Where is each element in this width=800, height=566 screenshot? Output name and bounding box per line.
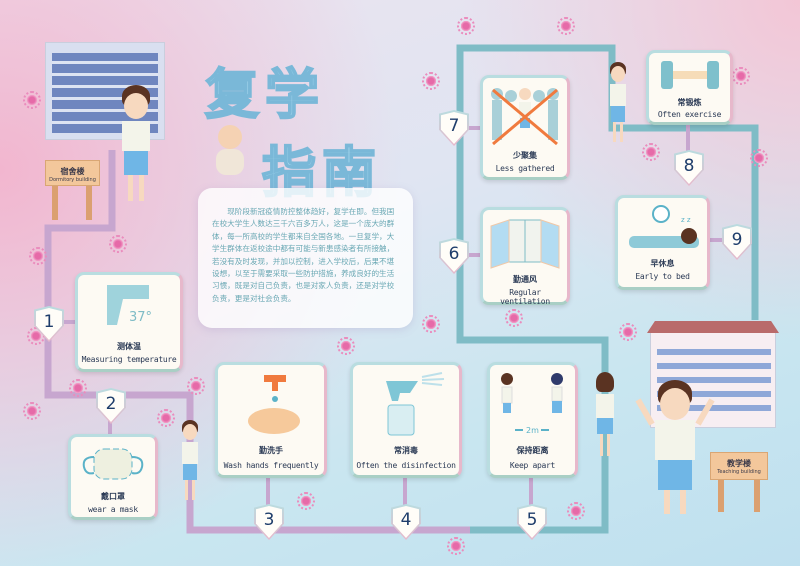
virus-icon [619, 323, 637, 341]
virus-icon [297, 492, 315, 510]
virus-icon [642, 143, 660, 161]
virus-icon [69, 379, 87, 397]
step-5-badge: 5 [517, 504, 547, 540]
teaching-sign-en: Teaching building [717, 469, 761, 475]
card-ventilation: 勤通风 Regular ventilation [480, 207, 570, 306]
step-9-cn: 早休息 [650, 259, 675, 268]
route-pink [44, 150, 470, 534]
virus-icon [557, 17, 575, 35]
thermometer-gun-icon: 37° [78, 281, 180, 327]
step-9-en: Early to bed [635, 272, 690, 281]
no-crowd-icon [483, 84, 567, 150]
student-figure [118, 85, 154, 203]
step-6-en: Regular ventilation [500, 288, 550, 306]
virus-icon [109, 235, 127, 253]
sign-post [52, 186, 58, 220]
virus-icon [157, 409, 175, 427]
cheering-student [635, 380, 715, 515]
intro-text: 现阶段新冠疫情防控整体趋好，复学在即。但我国在校大学生人数达三千六百多万人，这是… [198, 188, 413, 328]
spray-bottle-icon [353, 371, 459, 437]
step-2-cn: 戴口罩 [101, 492, 125, 501]
card-exercise: 常锻炼 Often exercise [646, 50, 733, 125]
virus-icon [457, 17, 475, 35]
virus-icon [447, 537, 465, 555]
step-4-en: Often the disinfection [356, 461, 456, 470]
virus-icon [505, 309, 523, 327]
dumbbell-icon [649, 59, 730, 91]
virus-icon [29, 247, 47, 265]
step-3-en: Wash hands frequently [223, 461, 319, 470]
step-7-cn: 少聚集 [513, 151, 537, 160]
student-figure [608, 62, 628, 144]
step-5-cn: 保持距离 [516, 446, 549, 455]
step-1-en: Measuring temperature [81, 355, 177, 364]
virus-icon [750, 149, 768, 167]
temperature-reading: 37° [129, 310, 152, 325]
virus-icon [567, 502, 585, 520]
step-8-en: Often exercise [657, 110, 722, 119]
virus-icon [422, 72, 440, 90]
step-3-cn: 勤洗手 [259, 446, 283, 455]
distance-icon: 2m [490, 371, 575, 437]
card-keep-apart: 2m 保持距离 Keep apart [487, 362, 578, 478]
mask-icon [71, 443, 155, 485]
step-5-en: Keep apart [509, 461, 556, 470]
dormitory-sign-cn: 宿舍楼 [60, 167, 85, 176]
sign-post [718, 480, 724, 512]
sleep-icon: z z [618, 204, 707, 252]
virus-icon [27, 327, 45, 345]
teaching-sign-cn: 教学楼 [727, 459, 751, 468]
hand-washing-icon [218, 371, 324, 437]
card-disinfection: 常消毒 Often the disinfection [350, 362, 462, 478]
card-wash-hands: 勤洗手 Wash hands frequently [215, 362, 327, 478]
step-4-cn: 常消毒 [394, 446, 418, 455]
virus-icon [23, 402, 41, 420]
step-8-cn: 常锻炼 [677, 98, 702, 107]
distance-label: 2m [526, 426, 539, 435]
dormitory-sign-en: Dormitory building [49, 177, 96, 183]
virus-icon [187, 377, 205, 395]
baby-illustration [212, 125, 248, 183]
card-less-gathered: 少聚集 Less gathered [480, 75, 570, 180]
virus-icon [422, 315, 440, 333]
card-wear-mask: 戴口罩 wear a mask [68, 434, 158, 520]
card-early-to-bed: z z 早休息 Early to bed [615, 195, 710, 290]
svg-text:z z: z z [681, 216, 691, 224]
sign-post [86, 186, 92, 220]
step-6-cn: 勤通风 [513, 275, 537, 284]
step-2-en: wear a mask [88, 505, 138, 514]
student-figure [180, 420, 200, 502]
teaching-sign: 教学楼 Teaching building [710, 452, 768, 480]
teaching-building [647, 321, 779, 428]
route-teal [456, 44, 759, 534]
title-line-1: 复学 [204, 62, 325, 127]
card-measuring-temperature: 37° 测体温 Measuring temperature [75, 272, 183, 372]
virus-icon [732, 67, 750, 85]
dormitory-sign: 宿舍楼 Dormitory building [45, 160, 100, 186]
step-1-cn: 测体温 [117, 342, 141, 351]
virus-icon [337, 337, 355, 355]
virus-icon [23, 91, 41, 109]
sign-post [754, 480, 760, 512]
window-icon [483, 216, 567, 272]
step-7-en: Less gathered [495, 164, 555, 173]
student-figure-back [594, 372, 616, 458]
